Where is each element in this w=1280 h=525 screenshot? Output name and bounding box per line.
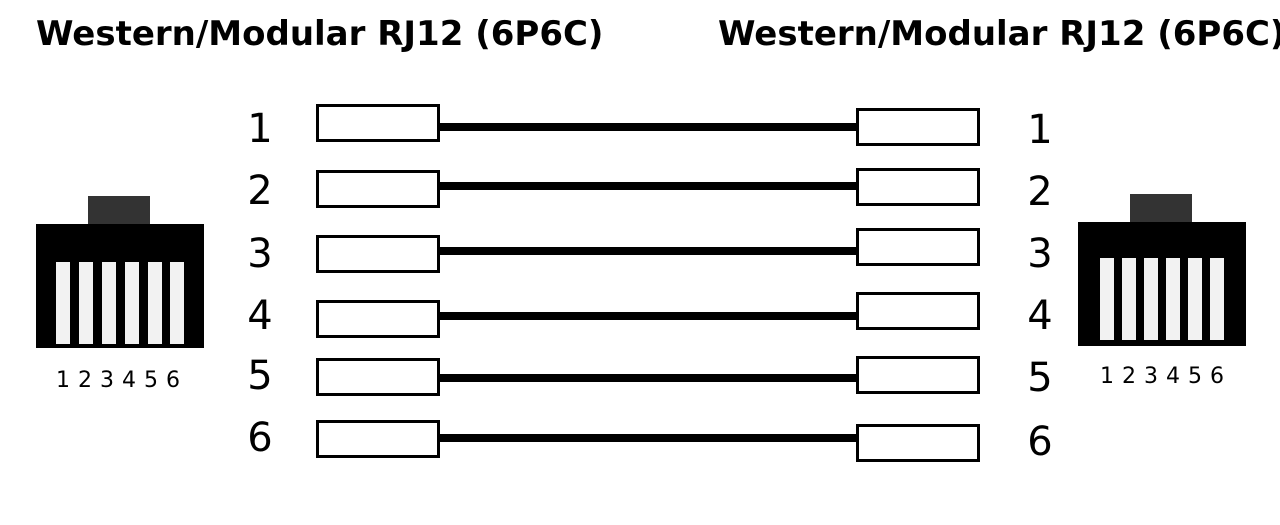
right-contact-pin-3 bbox=[1144, 258, 1158, 340]
wire-4 bbox=[440, 312, 856, 320]
left-pin-block-5 bbox=[316, 358, 440, 396]
left-connector-pin-labels: 1 2 3 4 5 6 bbox=[56, 368, 180, 393]
left-pin-number-1: 1 bbox=[247, 106, 273, 152]
right-connector-body bbox=[1078, 222, 1246, 346]
left-contact-pin-1 bbox=[56, 262, 70, 344]
left-connector-latch bbox=[88, 196, 150, 226]
right-pin-number-6: 6 bbox=[1027, 419, 1053, 465]
wire-3 bbox=[440, 247, 856, 255]
right-pin-block-3 bbox=[856, 228, 980, 266]
left-pin-block-2 bbox=[316, 170, 440, 208]
right-pin-block-2 bbox=[856, 168, 980, 206]
left-pin-number-5: 5 bbox=[247, 353, 273, 399]
left-contact-pin-6 bbox=[170, 262, 184, 344]
wire-5 bbox=[440, 374, 856, 382]
left-pin-block-1 bbox=[316, 104, 440, 142]
wire-1 bbox=[440, 123, 856, 131]
wire-2 bbox=[440, 182, 856, 190]
left-pin-block-4 bbox=[316, 300, 440, 338]
right-pin-number-4: 4 bbox=[1027, 293, 1053, 339]
left-contact-pin-4 bbox=[125, 262, 139, 344]
right-contact-pin-5 bbox=[1188, 258, 1202, 340]
right-contact-pin-2 bbox=[1122, 258, 1136, 340]
right-pin-block-6 bbox=[856, 424, 980, 462]
right-pin-number-1: 1 bbox=[1027, 107, 1053, 153]
right-pin-block-4 bbox=[856, 292, 980, 330]
left-contact-pin-3 bbox=[102, 262, 116, 344]
right-pin-number-2: 2 bbox=[1027, 169, 1053, 215]
right-pin-block-5 bbox=[856, 356, 980, 394]
right-connector-latch bbox=[1130, 194, 1192, 224]
right-connector-title: Western/Modular RJ12 (6P6C) bbox=[718, 14, 1280, 54]
left-rj12-connector-icon bbox=[36, 196, 204, 348]
left-pin-block-6 bbox=[316, 420, 440, 458]
right-contact-pin-4 bbox=[1166, 258, 1180, 340]
right-rj12-connector-icon bbox=[1078, 194, 1246, 346]
right-connector-pin-labels: 1 2 3 4 5 6 bbox=[1100, 364, 1224, 389]
right-contact-pin-6 bbox=[1210, 258, 1224, 340]
left-pin-block-3 bbox=[316, 235, 440, 273]
wire-6 bbox=[440, 434, 856, 442]
right-contact-pin-1 bbox=[1100, 258, 1114, 340]
left-contact-pin-2 bbox=[79, 262, 93, 344]
left-contact-pin-5 bbox=[148, 262, 162, 344]
left-pin-number-2: 2 bbox=[247, 168, 273, 214]
left-pin-number-4: 4 bbox=[247, 293, 273, 339]
right-pin-block-1 bbox=[856, 108, 980, 146]
left-connector-body bbox=[36, 224, 204, 348]
left-pin-number-3: 3 bbox=[247, 231, 273, 277]
right-pin-number-5: 5 bbox=[1027, 355, 1053, 401]
left-connector-title: Western/Modular RJ12 (6P6C) bbox=[36, 14, 604, 54]
right-pin-number-3: 3 bbox=[1027, 231, 1053, 277]
left-pin-number-6: 6 bbox=[247, 415, 273, 461]
